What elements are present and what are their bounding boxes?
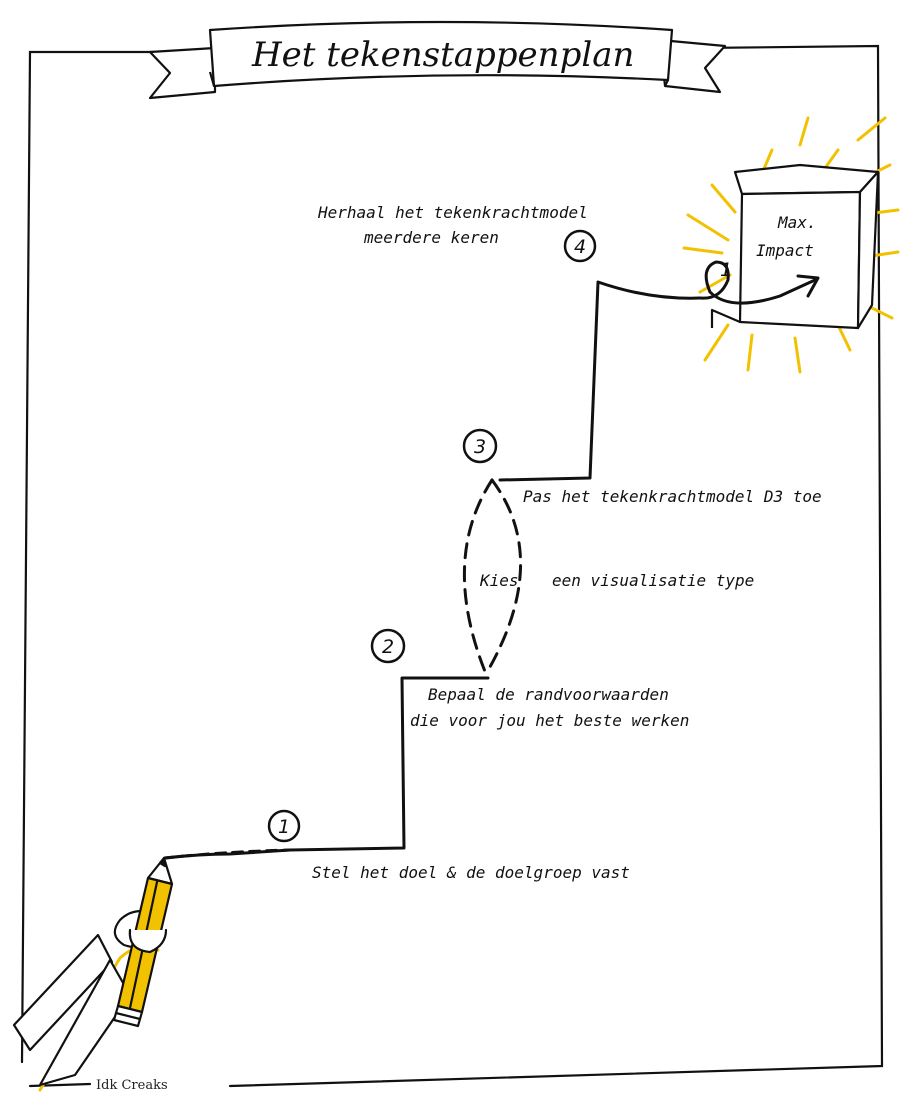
signature: Idk Creaks [96,1078,168,1093]
step-1-label: Stel het doel & de doelgroep vast [312,863,630,882]
staircase-path [165,282,700,858]
svg-text:4: 4 [574,236,586,258]
choice-label-right: een visualisatie type [552,571,754,590]
step-3-label: Pas het tekenkrachtmodel D3 toe [523,487,822,506]
svg-text:1: 1 [720,259,732,281]
step-1-marker: 1 [269,811,299,841]
step-2-label-line2: die voor jou het beste werken [410,711,689,730]
goal-label-line2: Impact [756,241,814,260]
step-4-label-line2: meerdere keren [363,228,499,247]
step-4-marker: 4 [565,231,595,261]
svg-text:3: 3 [474,436,486,458]
svg-text:1: 1 [278,816,290,838]
step-3-marker: 3 [464,430,496,462]
svg-text:2: 2 [382,636,394,658]
pencil-hand [14,858,172,1090]
step-4-label-line1: Herhaal het tekenkrachtmodel [317,203,588,222]
step-2-label-line1: Bepaal de randvoorwaarden [428,685,669,704]
page-title: Het tekenstappenplan [251,35,634,75]
step-2-marker: 2 [372,630,404,662]
choice-label-left: Kies [479,571,519,590]
goal-label-line1: Max. [777,213,817,232]
impact-marker: 1 [720,259,732,281]
